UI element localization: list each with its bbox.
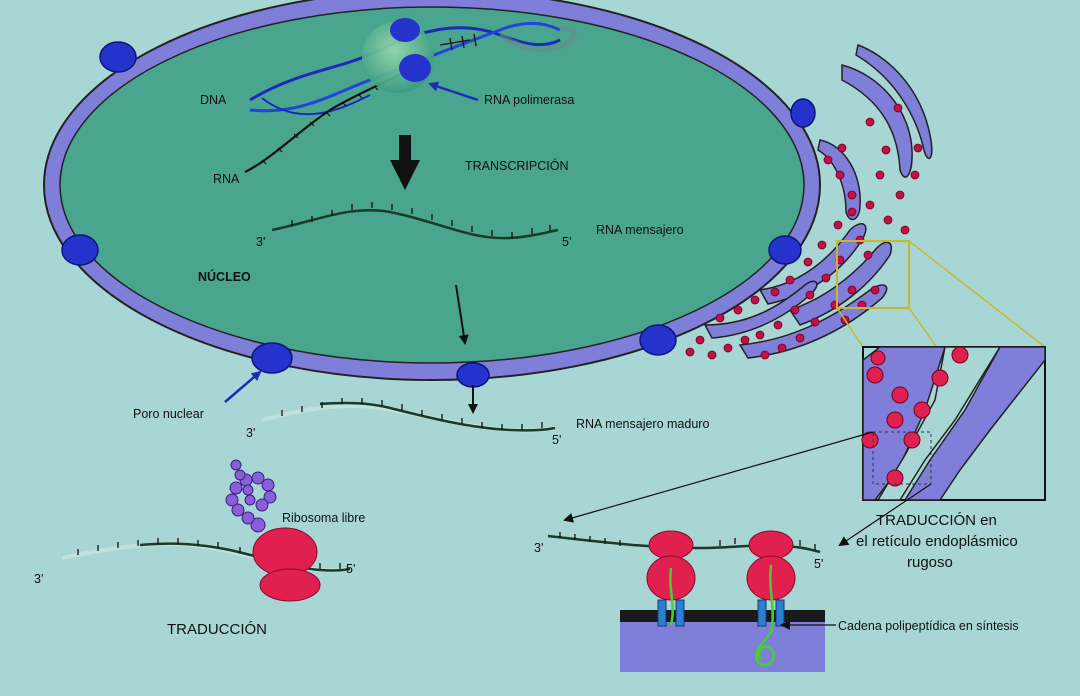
er-ribosomes (685, 103, 923, 360)
nucleus: DNA RNA RNA polimerasa TRANSCRIPCIÓN NÚC… (43, 0, 821, 414)
mrna-strand-nucleus (271, 208, 559, 240)
ribosoma-libre-label: Ribosoma libre (282, 511, 365, 525)
export-arrow (455, 284, 469, 345)
dna-label: DNA (200, 93, 227, 107)
growing-polypeptide (225, 459, 277, 533)
nuclear-pore (639, 324, 677, 356)
nuclear-pore (456, 362, 490, 388)
rna-polymerase (362, 18, 434, 93)
er-zoom-inset (563, 240, 1046, 547)
traduccion-label: TRADUCCIÓN (167, 621, 267, 638)
zoom-source-box (836, 240, 910, 309)
free-3prime: 3' (34, 572, 43, 586)
nucleo-label: NÚCLEO (198, 269, 251, 284)
traduccion-re-line2: el retículo endoplásmico (856, 533, 1018, 550)
poro-nuclear-label: Poro nuclear (133, 407, 204, 421)
mature-mrna: 3' 5' RNA mensajero maduro (246, 398, 709, 447)
translocon-channels (657, 599, 785, 627)
traduccion-re-line1: TRADUCCIÓN en (876, 512, 997, 529)
free-ribosome-translation: Ribosoma libre 3' 5' TRADUCCIÓN (34, 459, 365, 638)
polypeptide-right (754, 564, 775, 667)
nuclear-pore (99, 41, 137, 73)
rna-mensajero-label: RNA mensajero (596, 223, 684, 237)
nuclear-pore (61, 234, 99, 266)
free-5prime: 5' (346, 562, 355, 576)
polymerase-pointer-arrow (428, 81, 479, 102)
nuclear-pore (768, 235, 802, 265)
transcripcion-label: TRANSCRIPCIÓN (465, 158, 568, 173)
mature-mrna-5prime: 5' (552, 433, 561, 447)
rna-mensajero-maduro-label: RNA mensajero maduro (576, 417, 709, 431)
rough-endoplasmic-reticulum (703, 43, 933, 359)
mrna-5prime: 5' (562, 235, 571, 249)
er-membrane (620, 610, 825, 622)
nuclear-pore (251, 342, 293, 374)
mrna-3prime: 3' (256, 235, 265, 249)
er-lumen (620, 622, 825, 672)
traduccion-re-line3: rugoso (907, 554, 953, 571)
nuclear-pore (790, 98, 816, 128)
nucleoplasm (59, 6, 805, 364)
er-3prime: 3' (534, 541, 543, 555)
nuclear-pores (61, 41, 816, 388)
er-5prime: 5' (814, 557, 823, 571)
cadena-polipeptidica-label: Cadena polipeptídica en síntesis (838, 619, 1019, 633)
mature-mrna-3prime: 3' (246, 426, 255, 440)
mrna-strand-nucleus-ticks (291, 202, 551, 238)
polypeptide-left (669, 567, 674, 626)
pore-pointer-arrow (224, 370, 262, 403)
rna-polimerasa-label: RNA polimerasa (484, 93, 574, 107)
transcription-arrow (390, 135, 420, 190)
rna-strand-ticks (261, 85, 379, 165)
rna-label: RNA (213, 172, 240, 186)
er-bound-translation: 3' 5' TRADUCCIÓN en el retículo endoplás… (534, 512, 1019, 672)
free-ribosome (252, 527, 321, 602)
